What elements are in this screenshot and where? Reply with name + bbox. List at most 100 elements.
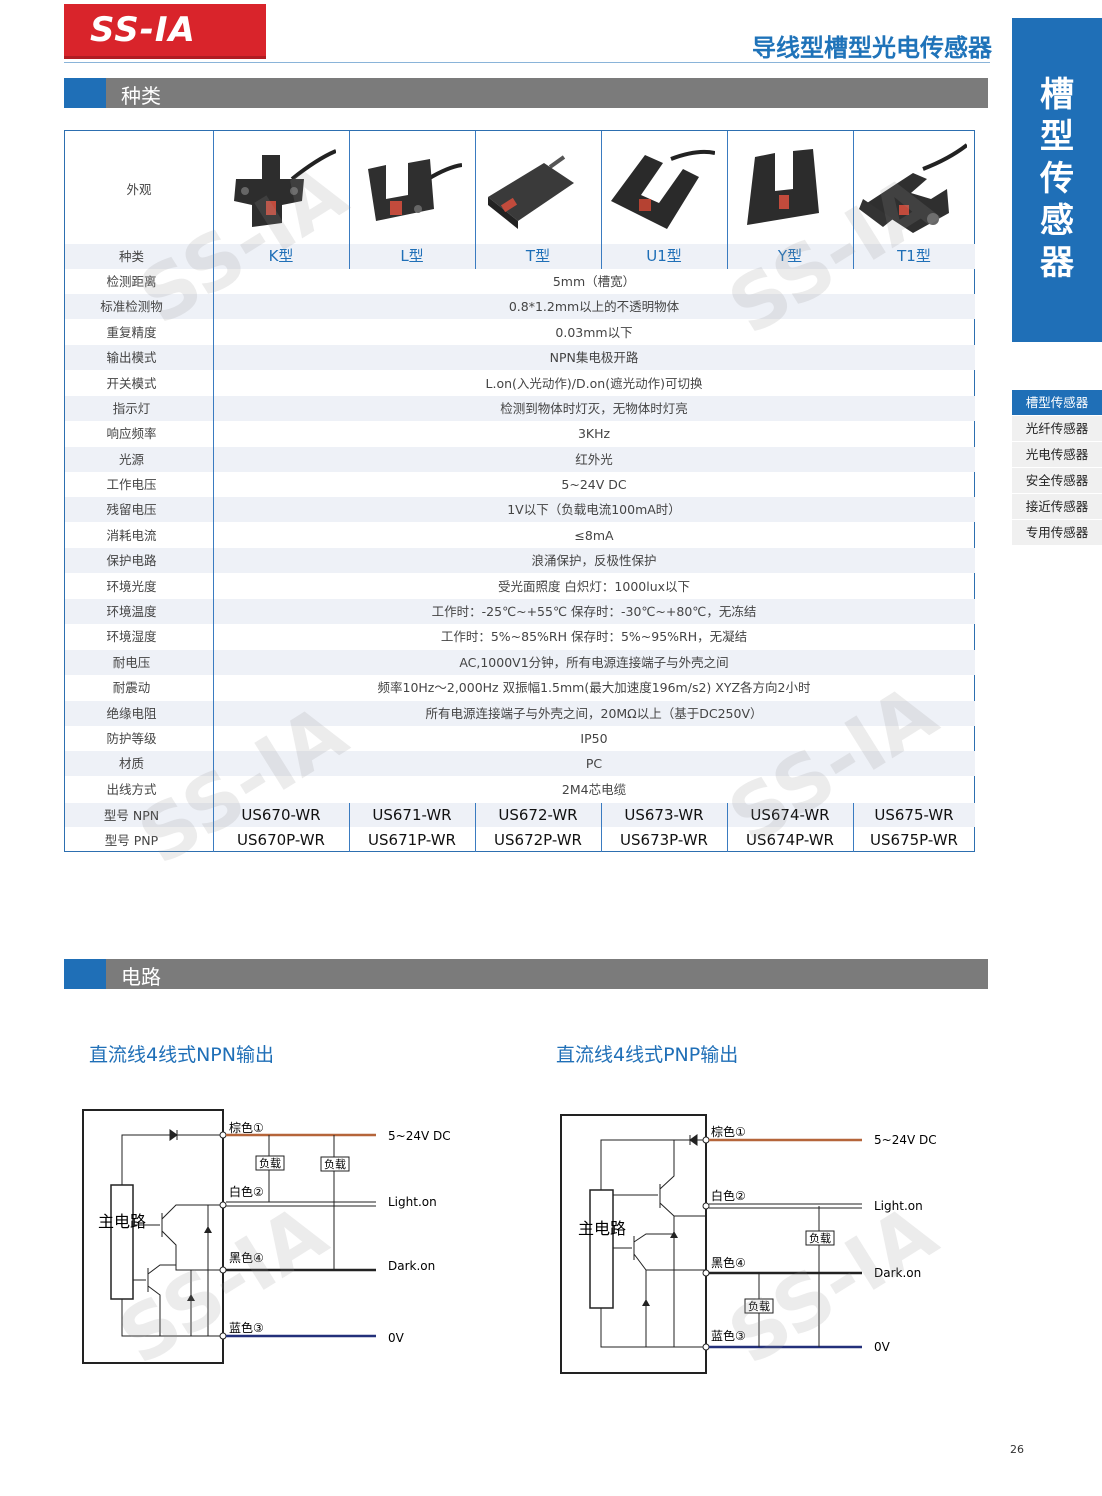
npn-circuit-title: 直流线4线式NPN输出 <box>89 1044 274 1066</box>
table-divider <box>601 131 602 269</box>
side-nav-item-slot-sensor[interactable]: 槽型传感器 <box>1012 390 1102 415</box>
main-circuit-text: 主电路 <box>578 1219 626 1238</box>
tab-char: 感 <box>1040 201 1074 241</box>
npn-label: 型号 NPN <box>103 808 160 823</box>
spec-row: 环境光度受光面照度 白炽灯：1000lux以下 <box>106 579 691 594</box>
spec-table: 外观 种类 K型 L型 T型 U1型 Y型 T1 <box>64 130 975 852</box>
main-circuit-text: 主电路 <box>98 1212 146 1231</box>
wire-white-label: 白色② <box>229 1184 264 1199</box>
pnp-circuit-title: 直流线4线式PNP输出 <box>556 1044 739 1066</box>
light-on-label: Light.on <box>388 1195 437 1209</box>
light-on-label: Light.on <box>874 1199 923 1213</box>
spec-row: 耐震动频率10Hz～2,000Hz 双振幅1.5mm(最大加速度196m/s2)… <box>112 680 811 695</box>
sensor-u1-photo <box>611 149 715 229</box>
wire-brown-label: 棕色① <box>711 1124 746 1139</box>
appearance-label: 外观 <box>126 182 152 197</box>
sensor-k-photo <box>234 149 336 227</box>
spec-row: 指示灯检测到物体时灯灭，无物体时灯亮 <box>65 396 975 421</box>
load-label: 负载 <box>809 1231 831 1245</box>
sensor-y-photo <box>747 149 819 225</box>
pnp-circuit-diagram: 主电路 负载 负载 棕色① 白色② 黑色④ 蓝色③ 5~24V DC Light… <box>560 1114 937 1374</box>
title-divider <box>64 62 990 63</box>
table-divider <box>213 131 214 852</box>
section-title: 电路 <box>121 965 161 989</box>
type-l: L型 <box>400 247 424 265</box>
pnp-model: US674P-WR <box>746 831 834 849</box>
category-tab: 槽 型 传 感 器 <box>1012 18 1102 342</box>
side-nav: 槽型传感器 光纤传感器 光电传感器 安全传感器 接近传感器 专用传感器 <box>1012 390 1102 546</box>
load-label: 负载 <box>259 1156 281 1170</box>
table-divider <box>853 131 854 269</box>
type-k: K型 <box>268 247 294 265</box>
npn-model: US670-WR <box>241 806 321 824</box>
pnp-label: 型号 PNP <box>104 833 159 848</box>
page-number: 26 <box>1010 1443 1024 1456</box>
load-label: 负载 <box>324 1157 346 1171</box>
table-divider <box>349 131 350 269</box>
section-title: 种类 <box>121 84 161 108</box>
section-bar-types: 种类 <box>64 78 988 108</box>
load-label: 负载 <box>748 1299 770 1313</box>
zero-v-label: 0V <box>874 1340 891 1354</box>
wire-blue-label: 蓝色③ <box>711 1329 746 1343</box>
type-y: Y型 <box>777 247 803 265</box>
npn-model: US672-WR <box>498 806 578 824</box>
section-bar-circuit: 电路 <box>64 959 988 989</box>
tab-char: 器 <box>1040 243 1074 283</box>
page-title: 导线型槽型光电传感器 <box>752 34 992 62</box>
table-divider <box>475 803 476 852</box>
type-t1: T1型 <box>897 247 931 265</box>
table-divider <box>853 803 854 852</box>
side-nav-item-special-sensor[interactable]: 专用传感器 <box>1012 520 1102 545</box>
type-row: 种类 <box>65 244 975 269</box>
pnp-model: US673P-WR <box>620 831 708 849</box>
spec-row: 保护电路浪涌保护，反极性保护 <box>65 548 975 573</box>
wire-white-label: 白色② <box>711 1188 746 1203</box>
wire-blue-label: 蓝色③ <box>229 1321 264 1335</box>
logo-text: SS-IA <box>90 10 196 50</box>
tab-char: 传 <box>1040 159 1074 199</box>
sensor-t-photo <box>488 155 574 229</box>
side-nav-item-photo-sensor[interactable]: 光电传感器 <box>1012 442 1102 467</box>
dark-on-label: Dark.on <box>388 1259 435 1273</box>
sensor-t1-photo <box>859 143 967 233</box>
type-label: 种类 <box>118 249 144 264</box>
table-divider <box>727 131 728 269</box>
spec-row: 绝缘电阻所有电源连接端子与外壳之间，20MΩ以上（基于DC250V） <box>65 701 975 726</box>
table-divider <box>727 803 728 852</box>
table-divider <box>349 803 350 852</box>
wire-brown-label: 棕色① <box>229 1120 264 1135</box>
dark-on-label: Dark.on <box>874 1266 921 1280</box>
type-u1: U1型 <box>646 247 682 265</box>
npn-model: US675-WR <box>874 806 954 824</box>
sensor-l-photo <box>368 159 462 221</box>
npn-model: US671-WR <box>372 806 452 824</box>
supply-label: 5~24V DC <box>388 1129 451 1143</box>
side-nav-item-fiber-sensor[interactable]: 光纤传感器 <box>1012 416 1102 441</box>
pnp-model-row: 型号 PNP <box>65 828 975 852</box>
table-divider <box>601 803 602 852</box>
npn-model-row: 型号 NPN <box>65 803 975 827</box>
spec-row: 环境湿度工作时：5%~85%RH 保存时：5%~95%RH，无凝结 <box>106 629 748 644</box>
pnp-model: US670P-WR <box>237 831 325 849</box>
spec-row: 环境温度工作时：-25℃~+55℃ 保存时：-30℃~+80℃，无冻结 <box>65 599 975 624</box>
pnp-model: US675P-WR <box>870 831 958 849</box>
tab-char: 型 <box>1040 117 1074 157</box>
table-divider <box>475 131 476 269</box>
side-nav-item-safety-sensor[interactable]: 安全传感器 <box>1012 468 1102 493</box>
spec-row: 光源红外光 <box>65 447 975 472</box>
side-nav-item-proximity-sensor[interactable]: 接近传感器 <box>1012 494 1102 519</box>
pnp-model: US671P-WR <box>368 831 456 849</box>
